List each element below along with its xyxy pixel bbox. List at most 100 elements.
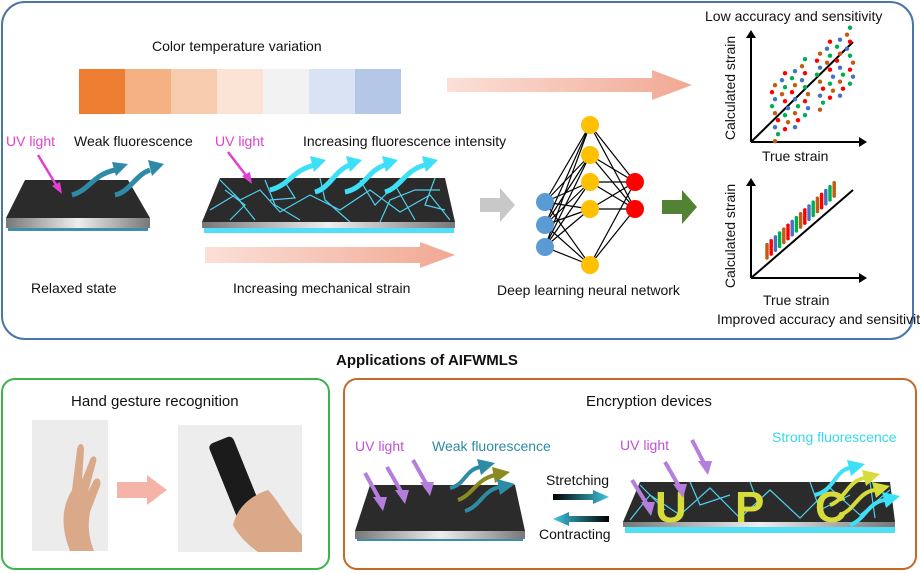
neural-network: [536, 116, 644, 274]
increasing-fluorescence-label: Increasing fluorescence intensity: [303, 133, 507, 149]
data-point: [777, 244, 782, 249]
data-point: [775, 132, 781, 137]
data-point: [803, 221, 807, 225]
data-point: [837, 79, 843, 84]
data-point: [824, 60, 830, 65]
nn-hidden-node: [581, 116, 599, 134]
pink-arrow-to-plot: [447, 70, 692, 100]
nn-hidden-node: [581, 200, 599, 218]
data-point: [772, 139, 778, 144]
encryption-panel: [343, 378, 917, 570]
crack-network: [209, 177, 451, 223]
data-point: [850, 60, 856, 65]
data-point: [775, 118, 781, 123]
increasing-strain-label: Increasing mechanical strain: [233, 280, 411, 296]
data-point: [802, 113, 808, 118]
data-point: [847, 81, 853, 86]
data-point: [795, 104, 801, 109]
encryption-film-stretched: U P C: [623, 439, 900, 533]
y-axis-arrow: [746, 30, 756, 38]
data-point: [827, 81, 833, 86]
data-point: [811, 213, 815, 218]
plot-low-accuracy: [746, 25, 867, 147]
data-point: [779, 78, 785, 83]
data-point: [830, 88, 836, 93]
data-point: [817, 93, 823, 98]
nn-connection: [589, 181, 636, 266]
data-point: [805, 106, 811, 111]
data-point: [790, 232, 794, 237]
data-point: [840, 86, 846, 91]
strong-fluorescence-arrows: [269, 162, 426, 195]
nn-input-node: [536, 238, 554, 256]
data-point: [789, 76, 795, 81]
data-point: [802, 57, 808, 62]
data-point: [779, 92, 785, 97]
plot-low-ylabel: Calculated strain: [722, 35, 738, 141]
color-bar-title: Color temperature variation: [152, 38, 322, 54]
fluorescence-arrow-icon: [71, 167, 116, 198]
green-arrow-icon: [662, 190, 697, 224]
data-point: [820, 100, 826, 105]
strained-film: [202, 151, 455, 233]
data-point: [782, 71, 788, 76]
data-point: [827, 39, 833, 44]
data-point: [815, 209, 820, 214]
data-point: [769, 90, 775, 95]
plot-improved-title: Improved accuracy and sensitivity: [717, 311, 920, 327]
data-point: [827, 67, 833, 72]
data-point: [786, 236, 790, 241]
plot-improved-ylabel: Calculated strain: [722, 183, 738, 289]
data-point: [772, 111, 778, 116]
data-point: [785, 120, 791, 125]
data-point: [824, 201, 828, 206]
data-point: [765, 256, 769, 260]
x-axis-arrow: [859, 273, 867, 283]
data-point: [840, 72, 846, 77]
data-point: [850, 74, 856, 79]
data-point: [830, 74, 836, 79]
nn-hidden-node: [581, 146, 599, 164]
data-point: [772, 125, 778, 130]
data-point: [814, 72, 820, 77]
hand-gesture-panel: [1, 378, 330, 570]
data-point: [799, 64, 805, 69]
data-point: [847, 53, 853, 58]
data-point: [802, 71, 808, 76]
data-point: [817, 107, 823, 112]
data-point: [819, 205, 824, 210]
strain-sensing-panel: [1, 1, 914, 340]
nn-input-node: [536, 216, 554, 234]
color-swatch: [355, 69, 401, 114]
data-point: [837, 65, 843, 70]
data-point: [837, 37, 843, 42]
data-point: [769, 104, 775, 109]
color-swatch: [125, 69, 171, 114]
strong-fluorescence-label: Strong fluorescence: [772, 429, 897, 445]
color-swatch: [263, 69, 309, 114]
data-point: [817, 79, 823, 84]
data-point: [773, 248, 778, 252]
data-point: [847, 25, 853, 30]
data-point: [834, 44, 840, 49]
data-point: [782, 127, 788, 132]
nn-label: Deep learning neural network: [497, 282, 680, 298]
data-point: [834, 58, 840, 63]
data-point: [802, 85, 808, 90]
data-point: [847, 67, 853, 72]
data-point: [792, 83, 798, 88]
letter-c: C: [815, 483, 847, 532]
data-point: [799, 78, 805, 83]
color-swatch: [309, 69, 355, 114]
data-point: [772, 83, 778, 88]
nn-connection: [544, 124, 591, 226]
color-swatch: [171, 69, 217, 114]
data-point: [832, 194, 836, 198]
data-point: [782, 99, 788, 104]
data-point: [802, 99, 808, 104]
data-point: [837, 51, 843, 56]
data-point: [782, 113, 788, 118]
hand-photo: [32, 420, 108, 551]
hidden-letters: U P C: [655, 483, 847, 532]
nn-hidden-node: [581, 173, 599, 191]
